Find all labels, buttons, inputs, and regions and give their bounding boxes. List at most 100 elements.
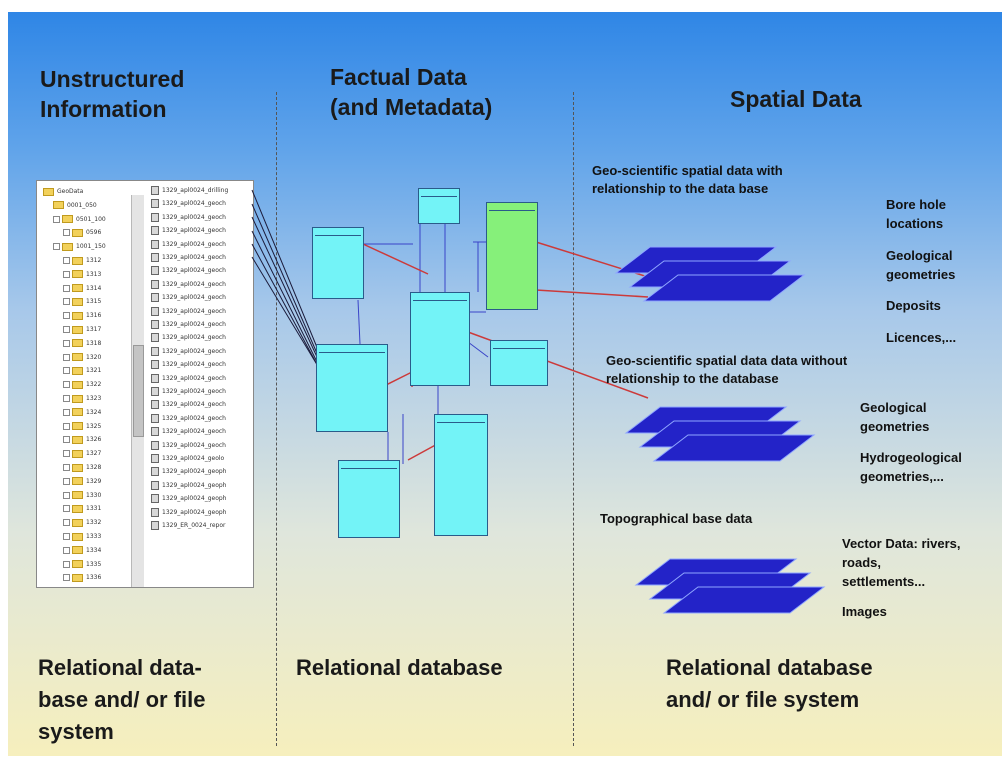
item-line: geometries xyxy=(886,267,956,282)
file-list-item[interactable]: 1329_apl0024_drilling xyxy=(151,184,228,197)
tree-item[interactable]: 1336 xyxy=(63,571,101,585)
tree-scrollbar[interactable] xyxy=(131,195,144,587)
tree-item[interactable]: 0501_100 xyxy=(53,213,106,227)
file-list-item[interactable]: 1329_apl0024_geoch xyxy=(151,251,226,264)
expand-toggle-icon[interactable] xyxy=(63,436,70,444)
file-list-item[interactable]: 1329_apl0024_geoch xyxy=(151,318,226,331)
spatial-item-geological-geometries: Geological geometries xyxy=(886,246,955,284)
spatial-section2-heading: Geo-scientific spatial data data without… xyxy=(606,352,847,388)
expand-toggle-icon[interactable] xyxy=(63,574,70,582)
expand-toggle-icon[interactable] xyxy=(63,533,70,540)
expand-toggle-icon[interactable] xyxy=(63,408,70,416)
file-list-item[interactable]: 1329_apl0024_geoch xyxy=(151,305,226,318)
tree-item[interactable]: 0596 xyxy=(63,226,101,240)
file-list-item[interactable]: 1329_apl0024_geoch xyxy=(151,358,226,371)
tree-item[interactable]: GeoData xyxy=(43,185,83,199)
expand-toggle-icon[interactable] xyxy=(63,298,70,306)
tree-item[interactable]: 1320 xyxy=(63,351,101,365)
tree-item[interactable]: 0001_050 xyxy=(53,199,97,213)
file-list-item[interactable]: 1329_apl0024_geoph xyxy=(151,479,226,492)
file-list-item[interactable]: 1329_apl0024_geoch xyxy=(151,331,226,344)
expand-toggle-icon[interactable] xyxy=(63,560,70,568)
file-name: 1329_apl0024_geoph xyxy=(162,481,227,489)
tree-item[interactable]: 1325 xyxy=(63,420,101,434)
expand-toggle-icon[interactable] xyxy=(63,546,70,554)
expand-toggle-icon[interactable] xyxy=(63,353,70,361)
expand-toggle-icon[interactable] xyxy=(63,395,70,402)
tree-item[interactable]: 1332 xyxy=(63,516,101,530)
file-list-item[interactable]: 1329_apl0024_geoch xyxy=(151,211,226,224)
expand-toggle-icon[interactable] xyxy=(63,505,70,513)
file-icon xyxy=(151,440,159,450)
tree-item[interactable]: 1331 xyxy=(63,502,101,516)
file-list-item[interactable]: 1329_apl0024_geoch xyxy=(151,385,226,398)
tree-item[interactable]: 1327 xyxy=(63,447,101,461)
expand-toggle-icon[interactable] xyxy=(63,519,70,527)
expand-toggle-icon[interactable] xyxy=(63,381,70,389)
file-list-item[interactable]: 1329_apl0024_geoch xyxy=(151,197,226,210)
expand-toggle-icon[interactable] xyxy=(63,326,70,333)
folder-icon xyxy=(72,560,83,569)
file-list-item[interactable]: 1329_apl0024_geoch xyxy=(151,345,226,358)
tree-item[interactable]: 1334 xyxy=(63,544,101,558)
folder-icon xyxy=(72,297,83,306)
tree-item[interactable]: 1317 xyxy=(63,323,101,337)
tree-item[interactable]: 1313 xyxy=(63,268,101,282)
folder-icon xyxy=(72,284,83,293)
file-list-item[interactable]: 1329_apl0024_geoch xyxy=(151,439,226,452)
expand-toggle-icon[interactable] xyxy=(63,422,70,430)
tree-item[interactable]: 1001_150 xyxy=(53,240,106,254)
expand-toggle-icon[interactable] xyxy=(63,229,70,237)
expand-toggle-icon[interactable] xyxy=(53,215,60,223)
file-list-item[interactable]: 1329_apl0024_geoch xyxy=(151,398,226,411)
expand-toggle-icon[interactable] xyxy=(63,257,70,264)
file-list-item[interactable]: 1329_apl0024_geoch xyxy=(151,425,226,438)
file-list-item[interactable]: 1329_apl0024_geoch xyxy=(151,278,226,291)
expand-toggle-icon[interactable] xyxy=(63,367,70,375)
file-list-item[interactable]: 1329_apl0024_geoch xyxy=(151,224,226,237)
expand-toggle-icon[interactable] xyxy=(63,491,70,499)
tree-item[interactable]: 1324 xyxy=(63,406,101,420)
expand-toggle-icon[interactable] xyxy=(63,464,70,471)
tree-item[interactable]: 1326 xyxy=(63,433,101,447)
file-list-item[interactable]: 1329_apl0024_geoch xyxy=(151,238,226,251)
folder-icon xyxy=(72,353,83,362)
map-layer-plane xyxy=(634,558,798,586)
file-list-item[interactable]: 1329_apl0024_geoph xyxy=(151,492,226,505)
file-list-item[interactable]: 1329_apl0024_geoch xyxy=(151,264,226,277)
tree-item[interactable]: 1318 xyxy=(63,337,101,351)
file-list-item[interactable]: 1329_apl0024_geoph xyxy=(151,506,226,519)
file-list-item[interactable]: 1329_apl0024_geoch xyxy=(151,291,226,304)
tree-item-label: 1322 xyxy=(86,381,102,389)
expand-toggle-icon[interactable] xyxy=(63,450,70,458)
tree-item[interactable]: 1322 xyxy=(63,378,101,392)
spatial-section1-heading-line2: relationship to the data base xyxy=(592,181,769,196)
file-list-item[interactable]: 1329_apl0024_geoph xyxy=(151,465,226,478)
tree-item[interactable]: 1335 xyxy=(63,558,101,572)
file-icon xyxy=(151,467,159,477)
tree-item[interactable]: 1312 xyxy=(63,254,101,268)
tree-item[interactable]: 1330 xyxy=(63,489,101,503)
expand-toggle-icon[interactable] xyxy=(63,312,70,320)
tree-item[interactable]: 1329 xyxy=(63,475,101,489)
tree-item[interactable]: 1321 xyxy=(63,364,101,378)
file-list-item[interactable]: 1329_ER_0024_repor xyxy=(151,519,225,532)
file-icon xyxy=(151,266,159,276)
scrollbar-thumb[interactable] xyxy=(133,345,144,437)
tree-item[interactable]: 1323 xyxy=(63,392,101,406)
tree-item[interactable]: 1328 xyxy=(63,461,101,475)
layer-stack-2 xyxy=(624,406,816,462)
file-icon xyxy=(151,346,159,356)
expand-toggle-icon[interactable] xyxy=(63,270,70,278)
file-list-item[interactable]: 1329_apl0024_geoch xyxy=(151,372,226,385)
expand-toggle-icon[interactable] xyxy=(63,284,70,292)
file-list-item[interactable]: 1329_apl0024_geoch xyxy=(151,412,226,425)
file-list-item[interactable]: 1329_apl0024_geolo xyxy=(151,452,224,465)
tree-item[interactable]: 1316 xyxy=(63,309,101,323)
expand-toggle-icon[interactable] xyxy=(63,339,70,347)
tree-item[interactable]: 1333 xyxy=(63,530,101,544)
tree-item[interactable]: 1314 xyxy=(63,282,101,296)
tree-item[interactable]: 1315 xyxy=(63,295,101,309)
expand-toggle-icon[interactable] xyxy=(53,243,60,251)
expand-toggle-icon[interactable] xyxy=(63,477,70,485)
